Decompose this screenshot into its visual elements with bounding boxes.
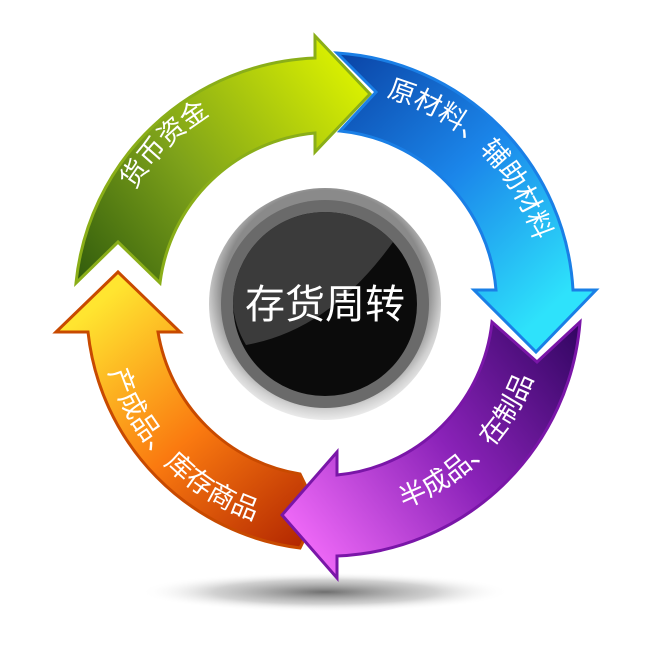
center-title: 存货周转 <box>245 282 405 328</box>
center-hub: 存货周转 <box>209 188 441 420</box>
arrow-work-in-progress <box>280 318 582 582</box>
arrow-raw-materials <box>333 51 600 355</box>
arrow-cash <box>74 32 373 287</box>
arrow-finished-goods <box>52 269 320 550</box>
ground-shadow <box>140 572 510 612</box>
